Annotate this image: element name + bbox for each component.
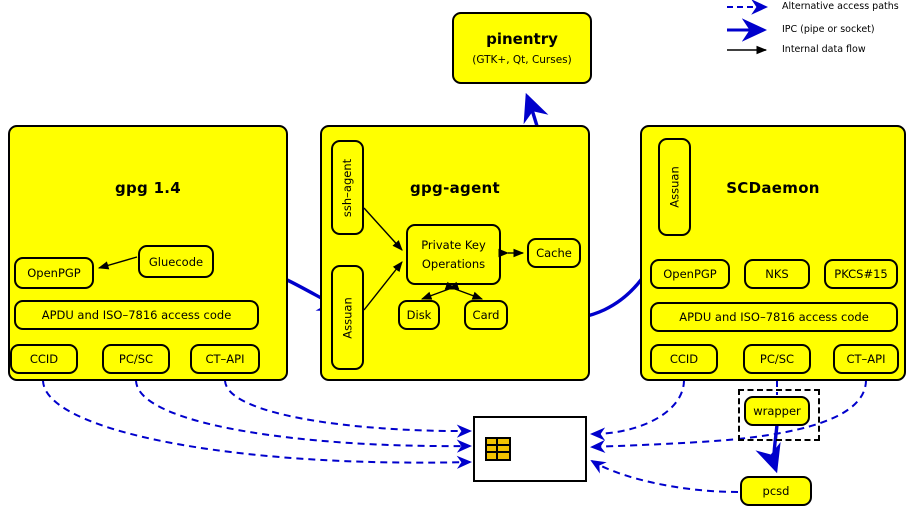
alt-path-group-right bbox=[590, 379, 867, 493]
scdaemon-app-pkcs15[interactable]: PKCS#15 bbox=[824, 259, 898, 289]
gpg-agent-card-label: Card bbox=[472, 308, 500, 322]
legend-label-alt-path: Alternative access paths bbox=[782, 1, 899, 12]
flow-ssh-agent-to-pko bbox=[363, 207, 403, 251]
wrapper-label: wrapper bbox=[753, 404, 801, 418]
gpg-agent-ssh-agent-box[interactable]: ssh–agent bbox=[331, 140, 364, 235]
gpg14-apdu-label: APDU and ISO–7816 access code bbox=[41, 308, 232, 322]
scdaemon-driver-ccid[interactable]: CCID bbox=[650, 344, 718, 374]
legend-label-internal: Internal data flow bbox=[782, 44, 866, 55]
scdaemon-assuan-box[interactable]: Assuan bbox=[658, 138, 691, 236]
scdaemon-apdu-box[interactable]: APDU and ISO–7816 access code bbox=[650, 302, 898, 332]
wrapper-dashed-container bbox=[738, 389, 820, 441]
legend-symbols bbox=[727, 0, 768, 55]
flow-pko-to-card bbox=[444, 281, 484, 300]
gpg-agent-title: gpg-agent bbox=[409, 179, 501, 197]
gpg-agent-disk-label: Disk bbox=[406, 308, 432, 322]
scdaemon-apdu-label: APDU and ISO–7816 access code bbox=[679, 310, 869, 324]
internal-flow-group bbox=[97, 207, 525, 311]
gpg14-apdu-box[interactable]: APDU and ISO–7816 access code bbox=[14, 300, 259, 330]
gpg14-driver-ctapi[interactable]: CT–API bbox=[190, 344, 260, 374]
gpg-agent-card-box[interactable]: Card bbox=[464, 300, 508, 330]
smartcard[interactable] bbox=[473, 416, 587, 482]
private-key-ops-line1: Private Key bbox=[421, 238, 486, 252]
gpg-agent-cache-box[interactable]: Cache bbox=[527, 238, 581, 268]
alt-path-scd-ctapi-card bbox=[590, 379, 867, 454]
gpg-agent-assuan-box[interactable]: Assuan bbox=[331, 265, 364, 370]
alt-path-group-left bbox=[42, 379, 472, 469]
alt-path-pcsd-card bbox=[590, 459, 739, 493]
scdaemon-app-nks[interactable]: NKS bbox=[744, 259, 810, 289]
gpg14-gluecode-label: Gluecode bbox=[148, 254, 204, 269]
flow-assuan-to-pko bbox=[363, 261, 403, 311]
scdaemon-app-openpgp[interactable]: OpenPGP bbox=[650, 259, 730, 289]
gpg14-driver-ctapi-label: CT–API bbox=[205, 352, 245, 366]
pinentry-subtitle: (GTK+, Qt, Curses) bbox=[472, 54, 572, 66]
gpg14-openpgp-label: OpenPGP bbox=[27, 266, 81, 280]
scdaemon-title: SCDaemon bbox=[726, 179, 820, 197]
scdaemon-app-pkcs15-label: PKCS#15 bbox=[834, 267, 888, 281]
alt-path-gpg-ccid-card bbox=[42, 379, 472, 469]
scdaemon-driver-ctapi[interactable]: CT–API bbox=[833, 344, 899, 374]
legend-label-ipc: IPC (pipe or socket) bbox=[782, 24, 875, 35]
scdaemon-driver-pcsc-label: PC/SC bbox=[759, 352, 795, 366]
wrapper-box[interactable]: wrapper bbox=[744, 396, 810, 426]
flow-pko-to-disk bbox=[420, 281, 460, 300]
gpg14-title: gpg 1.4 bbox=[114, 179, 182, 197]
pinentry-title: pinentry bbox=[486, 30, 558, 48]
gpg14-driver-pcsc-label: PC/SC bbox=[118, 352, 154, 366]
pcsd-label: pcsd bbox=[762, 484, 790, 498]
alt-path-gpg-ctapi-card bbox=[224, 379, 472, 438]
gpg-agent-cache-label: Cache bbox=[536, 246, 572, 260]
scdaemon-driver-ctapi-label: CT–API bbox=[846, 352, 886, 366]
pinentry-box[interactable]: pinentry (GTK+, Qt, Curses) bbox=[452, 12, 592, 84]
alt-path-scd-ccid-card bbox=[590, 379, 685, 441]
private-key-ops-line2: Operations bbox=[421, 257, 486, 271]
scdaemon-driver-pcsc[interactable]: PC/SC bbox=[743, 344, 811, 374]
smartcard-chip-icon bbox=[485, 437, 511, 461]
gpg-agent-disk-box[interactable]: Disk bbox=[398, 300, 440, 330]
gpg14-openpgp-box[interactable]: OpenPGP bbox=[14, 257, 94, 289]
alt-path-gpg-pcsc-card bbox=[135, 379, 472, 453]
gpg14-driver-ccid[interactable]: CCID bbox=[10, 344, 78, 374]
scdaemon-driver-ccid-label: CCID bbox=[669, 352, 699, 366]
scdaemon-app-openpgp-label: OpenPGP bbox=[663, 267, 717, 281]
gpg14-gluecode-box[interactable]: Gluecode bbox=[138, 245, 214, 278]
pcsd-box[interactable]: pcsd bbox=[740, 476, 812, 506]
gpg-agent-private-key-ops-box[interactable]: Private Key Operations bbox=[406, 224, 501, 285]
scdaemon-app-nks-label: NKS bbox=[765, 267, 789, 281]
gpg14-driver-pcsc[interactable]: PC/SC bbox=[102, 344, 170, 374]
legend: Alternative access paths IPC (pipe or so… bbox=[722, 0, 914, 56]
gpg14-driver-ccid-label: CCID bbox=[29, 352, 59, 366]
flow-gluecode-to-openpgp bbox=[97, 256, 138, 270]
